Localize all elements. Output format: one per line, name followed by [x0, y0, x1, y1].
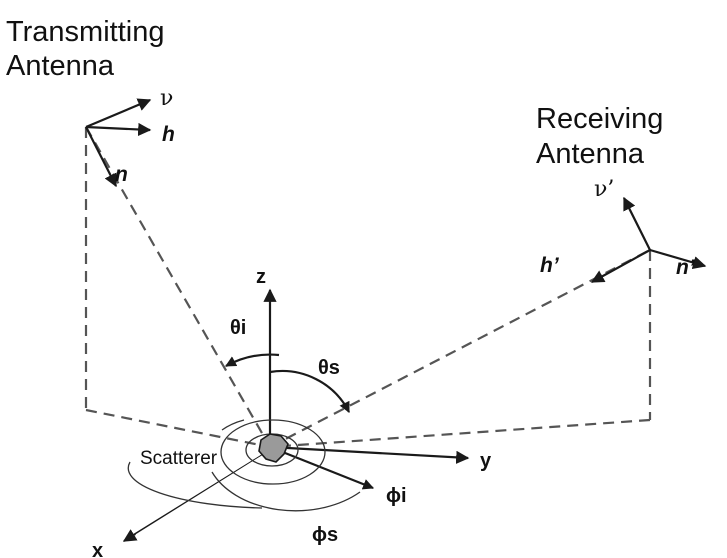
- receiver-vectors: [590, 196, 707, 283]
- scatterer-shape: [258, 433, 289, 463]
- outer-partial-ring: [211, 471, 361, 512]
- transmitter-n-vector: [85, 126, 117, 188]
- y-axis-label: y: [480, 450, 492, 472]
- z-axis-label: z: [256, 266, 266, 288]
- theta-i-arc: [225, 353, 280, 367]
- transmitter-h-vector: [85, 122, 152, 137]
- transmitter-ground-line: [85, 408, 271, 449]
- receiving-antenna-title-line1: Receiving: [536, 103, 663, 135]
- incident-ray-line: [85, 126, 271, 448]
- receiver-n-label: n’: [676, 256, 696, 279]
- x-axis-inner: [135, 454, 265, 536]
- theta-s-label: θs: [318, 357, 340, 379]
- receiver-ground-line: [269, 418, 651, 449]
- transmitter-nu-vector: [85, 98, 152, 129]
- theta-s-arc: [269, 369, 350, 413]
- scattered-ray-line: [269, 249, 651, 448]
- theta-i-label: θi: [230, 317, 246, 339]
- x-axis-label: x: [92, 540, 103, 558]
- receiver-h-vector: [590, 249, 651, 283]
- scatterer-label: Scatterer: [140, 448, 218, 469]
- transmitting-antenna-title-line1: Transmitting: [6, 16, 164, 48]
- ground-arc-left: [221, 419, 245, 431]
- phi-s-arc: [127, 461, 263, 509]
- transmitting-antenna-title-line2: Antenna: [6, 50, 115, 82]
- phi-i-label: ϕi: [386, 485, 407, 507]
- middle-ring: [220, 419, 326, 485]
- y-axis: [269, 445, 470, 464]
- transmitter-h-label: h: [162, 123, 175, 146]
- transmitter-nu-label: ν: [160, 86, 173, 111]
- transmitter-n-label: n: [115, 163, 128, 186]
- phi-s-label: ϕs: [312, 524, 338, 546]
- receiver-nu-vector: [623, 196, 651, 251]
- phi-i-direction-line: [269, 445, 375, 490]
- transmitter-vectors: [85, 98, 152, 188]
- receiver-nu-label: ν’: [594, 177, 614, 202]
- projection-lines: [84, 126, 652, 449]
- receiver-n-vector: [649, 248, 707, 270]
- receiving-antenna-title-line2: Antenna: [536, 138, 645, 170]
- coordinate-axes: [122, 288, 470, 542]
- receiver-h-label: h’: [540, 254, 560, 277]
